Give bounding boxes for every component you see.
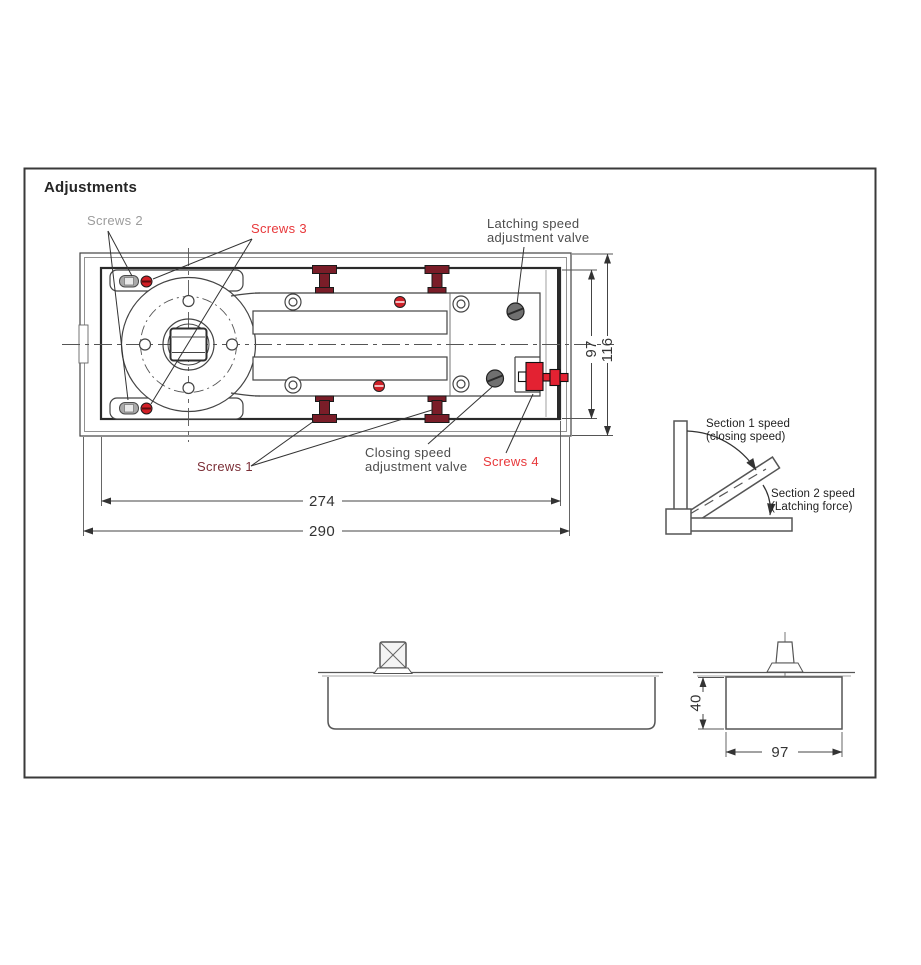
body-blend-bottom xyxy=(230,392,261,397)
left-notch xyxy=(78,324,89,364)
piston-rail-top xyxy=(252,310,448,335)
valve-pocket xyxy=(514,356,540,393)
label-screws3: Screws 3 xyxy=(251,221,307,236)
bolt-hole xyxy=(138,338,152,351)
swing-diagram: Section 1 speed (closing speed) Section … xyxy=(665,418,855,535)
door-dashed-position xyxy=(689,468,767,515)
dim-116: 116 xyxy=(599,338,616,363)
closer-box xyxy=(327,677,656,730)
label-latching-1: Latching speed xyxy=(487,216,579,231)
label-section2-2: (Latching force) xyxy=(771,501,853,513)
label-section1-2: (closing speed) xyxy=(706,431,786,443)
section1-arc xyxy=(686,430,757,471)
bolt-hole xyxy=(182,381,195,395)
piston-rail-bottom xyxy=(252,356,448,381)
dim-40: 40 xyxy=(688,694,705,711)
label-latching-2: adjustment valve xyxy=(487,230,589,245)
end-view: 40 97 xyxy=(688,632,855,761)
plate-screws xyxy=(119,275,153,415)
end-spindle xyxy=(775,641,795,664)
spindle-ring-outer xyxy=(162,318,215,371)
guide-screws xyxy=(284,293,470,394)
spindle-collar xyxy=(373,667,413,674)
screws4-valve xyxy=(517,361,569,392)
bolt-hole xyxy=(182,294,195,308)
spindle-square xyxy=(169,327,208,362)
bolt-hole xyxy=(225,338,239,351)
end-dimension-lines xyxy=(699,677,843,756)
label-section2-1: Section 2 speed xyxy=(771,488,855,500)
section2-arc xyxy=(762,484,776,516)
side-view xyxy=(318,641,663,730)
door-open-position xyxy=(673,420,688,520)
label-section1-1: Section 1 speed xyxy=(706,418,790,430)
dim-97-width: 97 xyxy=(771,744,788,761)
dim-274: 274 xyxy=(309,493,335,510)
label-closing-1: Closing speed xyxy=(365,445,451,460)
dim-290: 290 xyxy=(309,523,335,540)
closing-valve xyxy=(485,369,505,388)
red-slot-screws-mid xyxy=(373,296,406,392)
door-closed-position xyxy=(688,517,793,532)
label-screws1: Screws 1 xyxy=(197,459,253,474)
anchor-screws xyxy=(312,265,450,423)
label-closing-2: adjustment valve xyxy=(365,459,467,474)
body-blend-top xyxy=(230,292,261,297)
extension-lines xyxy=(83,253,613,536)
pivot-box xyxy=(665,508,692,535)
end-box xyxy=(725,676,843,730)
page-title: Adjustments xyxy=(44,179,137,196)
label-screws2: Screws 2 xyxy=(87,213,143,228)
end-spindle-collar xyxy=(766,662,804,673)
top-view: 274 290 97 116 Screws 2 Screws 3 Latchin… xyxy=(62,213,616,540)
spindle-ring-inner xyxy=(167,323,210,366)
label-screws4: Screws 4 xyxy=(483,454,539,469)
dimension-lines xyxy=(83,253,611,535)
dim-97: 97 xyxy=(583,340,600,357)
leader-lines xyxy=(107,230,534,467)
latching-valve xyxy=(506,302,525,321)
